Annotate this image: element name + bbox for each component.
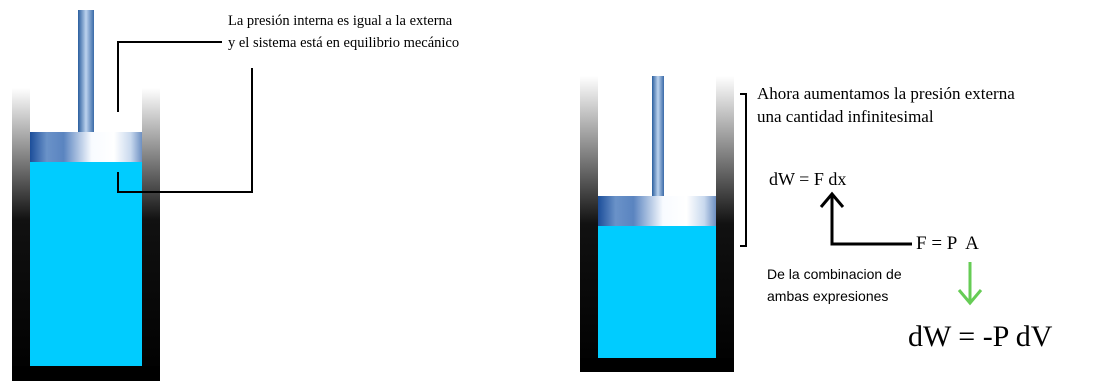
combination-text-line-2: ambas expresiones xyxy=(767,288,889,304)
result-formula: dW = -P dV xyxy=(908,320,1053,353)
left-callout-bracket xyxy=(117,41,253,193)
right-cylinder-base xyxy=(580,358,734,372)
right-piston-rod xyxy=(652,76,664,196)
left-piston xyxy=(30,132,142,162)
combination-text-line-1: De la combinacion de xyxy=(767,266,902,282)
force-to-work-arrow xyxy=(819,191,912,246)
right-cylinder-wall-right xyxy=(716,76,734,372)
force-formula: F = P A xyxy=(916,233,979,254)
right-caption-line-1: Ahora aumentamos la presión externa xyxy=(757,84,1015,103)
left-cylinder-base xyxy=(12,366,160,381)
left-cylinder xyxy=(12,10,160,381)
left-fluid xyxy=(30,162,142,366)
work-formula: dW = F dx xyxy=(769,169,847,189)
left-cylinder-wall-right xyxy=(142,88,160,381)
left-caption-line-2: y el sistema está en equilibrio mecánico xyxy=(228,35,460,51)
right-height-bracket xyxy=(740,93,747,247)
left-caption-line-1: La presión interna es igual a la externa xyxy=(228,13,453,29)
right-caption-line-2: una cantidad infinitesimal xyxy=(757,107,934,126)
right-fluid xyxy=(598,226,716,358)
left-cylinder-wall-left xyxy=(12,88,30,381)
left-piston-rod xyxy=(78,10,94,132)
right-cylinder-wall-left xyxy=(580,76,598,372)
right-piston xyxy=(598,196,716,226)
combination-arrow xyxy=(957,262,983,306)
right-cylinder xyxy=(580,76,734,372)
